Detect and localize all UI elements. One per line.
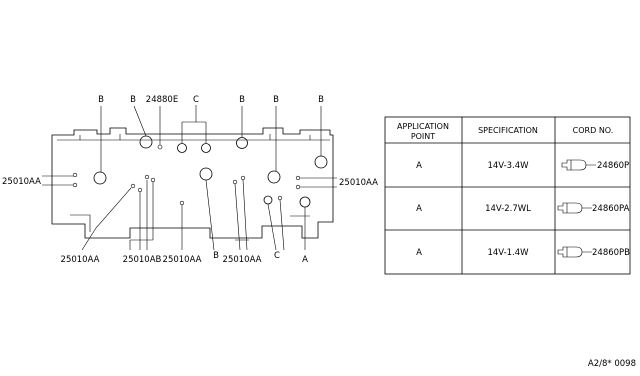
callout-left-25010aa: 25010AA [2,177,41,187]
callout-b2: B [130,95,136,105]
socket-a-bottom [299,196,311,208]
callout-b5: B [318,95,324,105]
row2-cord: 24860PA [592,204,630,214]
bulb-icon [557,202,592,214]
socket-c2 [201,143,211,153]
header-point: POINT [411,132,435,141]
footer-code: A2/8* 0098 [588,359,636,369]
callout-b4: B [273,95,279,105]
socket-c1 [177,143,187,153]
socket-b3 [236,137,248,149]
row1-point: A [416,161,422,171]
leader-lines [42,105,337,251]
header-cord-no: CORD NO. [573,126,614,135]
socket-b1 [93,171,107,185]
spec-table: APPLICATION POINT SPECIFICATION CORD NO.… [384,116,631,275]
callout-b3: B [239,95,245,105]
socket-b4 [267,170,281,184]
callout-bottom-25010ab: 25010AB [123,255,162,265]
terminal-points [72,144,301,206]
callout-b-bottom: B [213,251,219,261]
row3-cord: 24860PB [592,248,630,258]
callout-bottom-25010aa-1: 25010AA [61,255,100,265]
socket-c-bottom [263,195,273,205]
callout-a-bottom: A [302,255,308,265]
bulb-sockets [93,135,328,208]
row1-cord: 24860P [597,161,629,171]
callout-bottom-25010aa-2: 25010AA [163,255,202,265]
socket-b2 [139,135,153,149]
row2-spec: 14V-2.7WL [485,204,531,214]
row1-spec: 14V-3.4W [487,161,529,171]
callout-right-25010aa: 25010AA [339,178,378,188]
socket-b-bottom [199,167,213,181]
socket-b5 [314,155,328,169]
bulb-icon [557,246,592,258]
callout-bottom-25010aa-3: 25010AA [223,255,262,265]
bulb-icon [561,159,596,171]
row2-point: A [416,204,422,214]
header-specification: SPECIFICATION [478,126,538,135]
callout-24880e: 24880E [146,95,178,105]
cluster-housing [51,127,334,239]
header-application: APPLICATION [397,122,449,131]
callout-labels: B B 24880E C B B B 25010AA 25010AA 25010… [2,95,378,265]
callout-b1: B [98,95,104,105]
row3-point: A [416,248,422,258]
callout-c-top: C [193,95,199,105]
callout-c-bottom: C [274,251,280,261]
row3-spec: 14V-1.4W [487,248,529,258]
